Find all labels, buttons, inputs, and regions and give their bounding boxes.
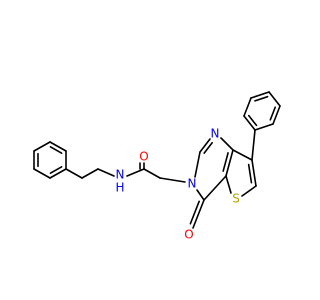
atom-label-ring-oxygen: O — [184, 228, 193, 242]
bond-right-phenyl-1-inner — [247, 114, 258, 127]
bond-right-phenyl-5 — [272, 105, 281, 125]
bond-left-phenyl-5 — [33, 168, 51, 179]
bond-c6-c7 — [251, 159, 257, 187]
bond-ethyl-1 — [65, 168, 83, 179]
bond-nitrogen-carbonyl — [126, 168, 145, 177]
bond-left-phenyl-4 — [49, 168, 67, 179]
atom-label-layer: O N H N N O S — [115, 127, 239, 242]
bond-right-phenyl-6 — [254, 123, 274, 131]
molecule-svg: O N H N N O S — [33, 91, 281, 242]
bond-c7a-c4a — [225, 149, 234, 177]
atom-label-amide-hydrogen: H — [115, 181, 124, 195]
bond-ethyl-2 — [81, 168, 99, 179]
bond-right-phenyl-1 — [243, 115, 256, 131]
bond-right-phenyl-3-inner — [254, 95, 269, 102]
bond-right-phenyl-4 — [268, 91, 281, 107]
bond-n3-c2 — [194, 151, 201, 178]
bond-right-phenyl-3 — [250, 91, 270, 99]
bond-ethyl-nitrogen — [97, 168, 115, 177]
bond-left-phenyl-4-inner — [49, 166, 63, 174]
bond-carbonyl-ch2 — [143, 168, 161, 179]
bond-left-phenyl-2-inner — [49, 146, 63, 154]
bond-c7-right-phenyl — [251, 129, 256, 161]
bond-c4a-c4 — [203, 175, 227, 201]
atom-label-thiophene-sulfur: S — [232, 192, 240, 206]
bond-c7-c7a — [232, 149, 253, 161]
bond-right-phenyl-5-inner — [269, 106, 277, 121]
atom-label-ring-n3: N — [188, 177, 197, 191]
bond-ch2-ring-n3 — [159, 177, 186, 183]
bond-c6-c7-inner — [247, 163, 253, 184]
bond-c4a-sulfur — [225, 175, 232, 194]
bond-c2-n1 — [199, 138, 211, 153]
bond-left-phenyl-1 — [33, 141, 51, 152]
bond-n1-c7a — [220, 137, 234, 151]
bond-c7a-c4a-inner — [222, 152, 229, 172]
atom-label-amide-nitrogen: N — [116, 168, 125, 182]
bond-layer — [33, 91, 281, 229]
atom-label-ring-n1: N — [211, 127, 220, 141]
bond-c4-n3 — [196, 189, 205, 201]
bond-left-phenyl-2 — [49, 141, 67, 152]
bond-c4-oxygen — [192, 199, 205, 229]
bond-sulfur-c6 — [241, 185, 257, 197]
atom-label-amide-oxygen: O — [139, 150, 148, 164]
bond-c4-oxygen-inner — [189, 200, 200, 225]
bond-c2-n1-inner — [203, 141, 213, 154]
molecule-structure-diagram: O N H N N O S — [33, 91, 281, 242]
bond-right-phenyl-2 — [243, 97, 252, 117]
